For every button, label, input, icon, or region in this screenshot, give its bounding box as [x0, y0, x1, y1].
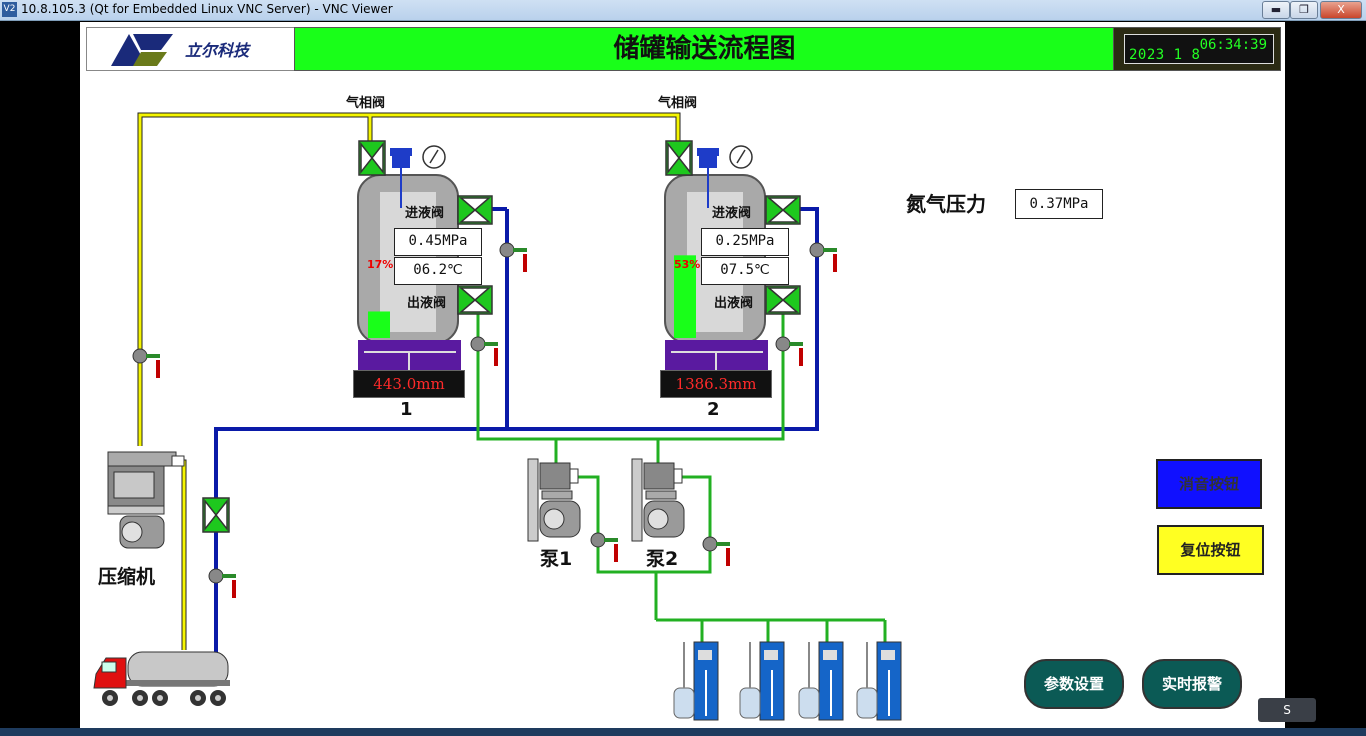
tank-1-percent: 17% [367, 258, 394, 271]
window-title: 10.8.105.3 (Qt for Embedded Linux VNC Se… [21, 2, 393, 16]
tank-2-pressure: 0.25MPa [701, 228, 789, 256]
vnc-app-icon: V2 [2, 2, 17, 17]
tank-2-inlet-label: 进液阀 [712, 206, 752, 221]
compressor-label: 压缩机 [98, 566, 156, 588]
nitrogen-pressure-value: 0.37MPa [1015, 189, 1103, 219]
clock-panel: 06:34:39 2023 1 8 [1113, 27, 1281, 71]
tank-1-inlet-label: 进液阀 [405, 206, 445, 221]
logo-icon [111, 34, 173, 66]
valve-icon [202, 140, 801, 533]
tank-2-percent: 53% [674, 258, 701, 271]
tank-1-liquid [368, 311, 390, 338]
nitrogen-pressure-label: 氮气压力 [906, 192, 986, 216]
windows-taskbar [0, 728, 1366, 736]
process-diagram [93, 112, 902, 721]
tank-1-number: 1 [400, 399, 413, 420]
pump-1-label: 泵1 [540, 548, 573, 570]
tank-1-temperature: 06.2℃ [394, 257, 482, 285]
logo-text: 立尔科技 [185, 41, 250, 60]
dispenser-icon [673, 641, 902, 721]
tank-1-outlet-label: 出液阀 [407, 296, 447, 311]
gas-valve-label-2: 气相阀 [658, 96, 698, 111]
close-button[interactable]: X [1320, 1, 1362, 19]
maximize-button[interactable]: ❐ [1290, 1, 1318, 19]
tank-1-level: 443.0mm [353, 370, 465, 398]
gas-valve-label-1: 气相阀 [346, 96, 386, 111]
hand-valve-icon [132, 242, 837, 598]
hmi-screen: 立尔科技 储罐输送流程图 06:34:39 2023 1 8 气相阀 气相阀 进… [80, 22, 1285, 728]
pressure-gauge-icon [422, 145, 753, 169]
clock-display: 06:34:39 2023 1 8 [1124, 34, 1274, 64]
level-transmitter-icon [390, 148, 719, 208]
tank-2-level: 1386.3mm [660, 370, 772, 398]
reset-button[interactable]: 复位按钮 [1157, 525, 1264, 575]
parameter-settings-button[interactable]: 参数设置 [1024, 659, 1124, 709]
page-title: 储罐输送流程图 [294, 27, 1115, 71]
company-logo: 立尔科技 [86, 27, 296, 71]
tank-2-liquid [674, 255, 696, 338]
tank-1-pressure: 0.45MPa [394, 228, 482, 256]
pump-2-label: 泵2 [646, 548, 679, 570]
tank-2-number: 2 [707, 399, 720, 420]
window-titlebar: V2 10.8.105.3 (Qt for Embedded Linux VNC… [0, 0, 1366, 21]
tank-2-outlet-label: 出液阀 [714, 296, 754, 311]
clock-time: 06:34:39 [1199, 37, 1267, 53]
compressor-icon [107, 451, 185, 549]
ime-toolbar-icon[interactable]: S [1258, 698, 1316, 722]
realtime-alarm-button[interactable]: 实时报警 [1142, 659, 1242, 709]
clock-date: 2023 1 8 [1129, 47, 1201, 63]
tank-2-temperature: 07.5℃ [701, 257, 789, 285]
mute-button[interactable]: 消音按钮 [1156, 459, 1262, 509]
tanker-truck-icon [93, 651, 230, 706]
minimize-button[interactable]: ▬ [1262, 1, 1290, 19]
pump-icon [527, 458, 685, 542]
